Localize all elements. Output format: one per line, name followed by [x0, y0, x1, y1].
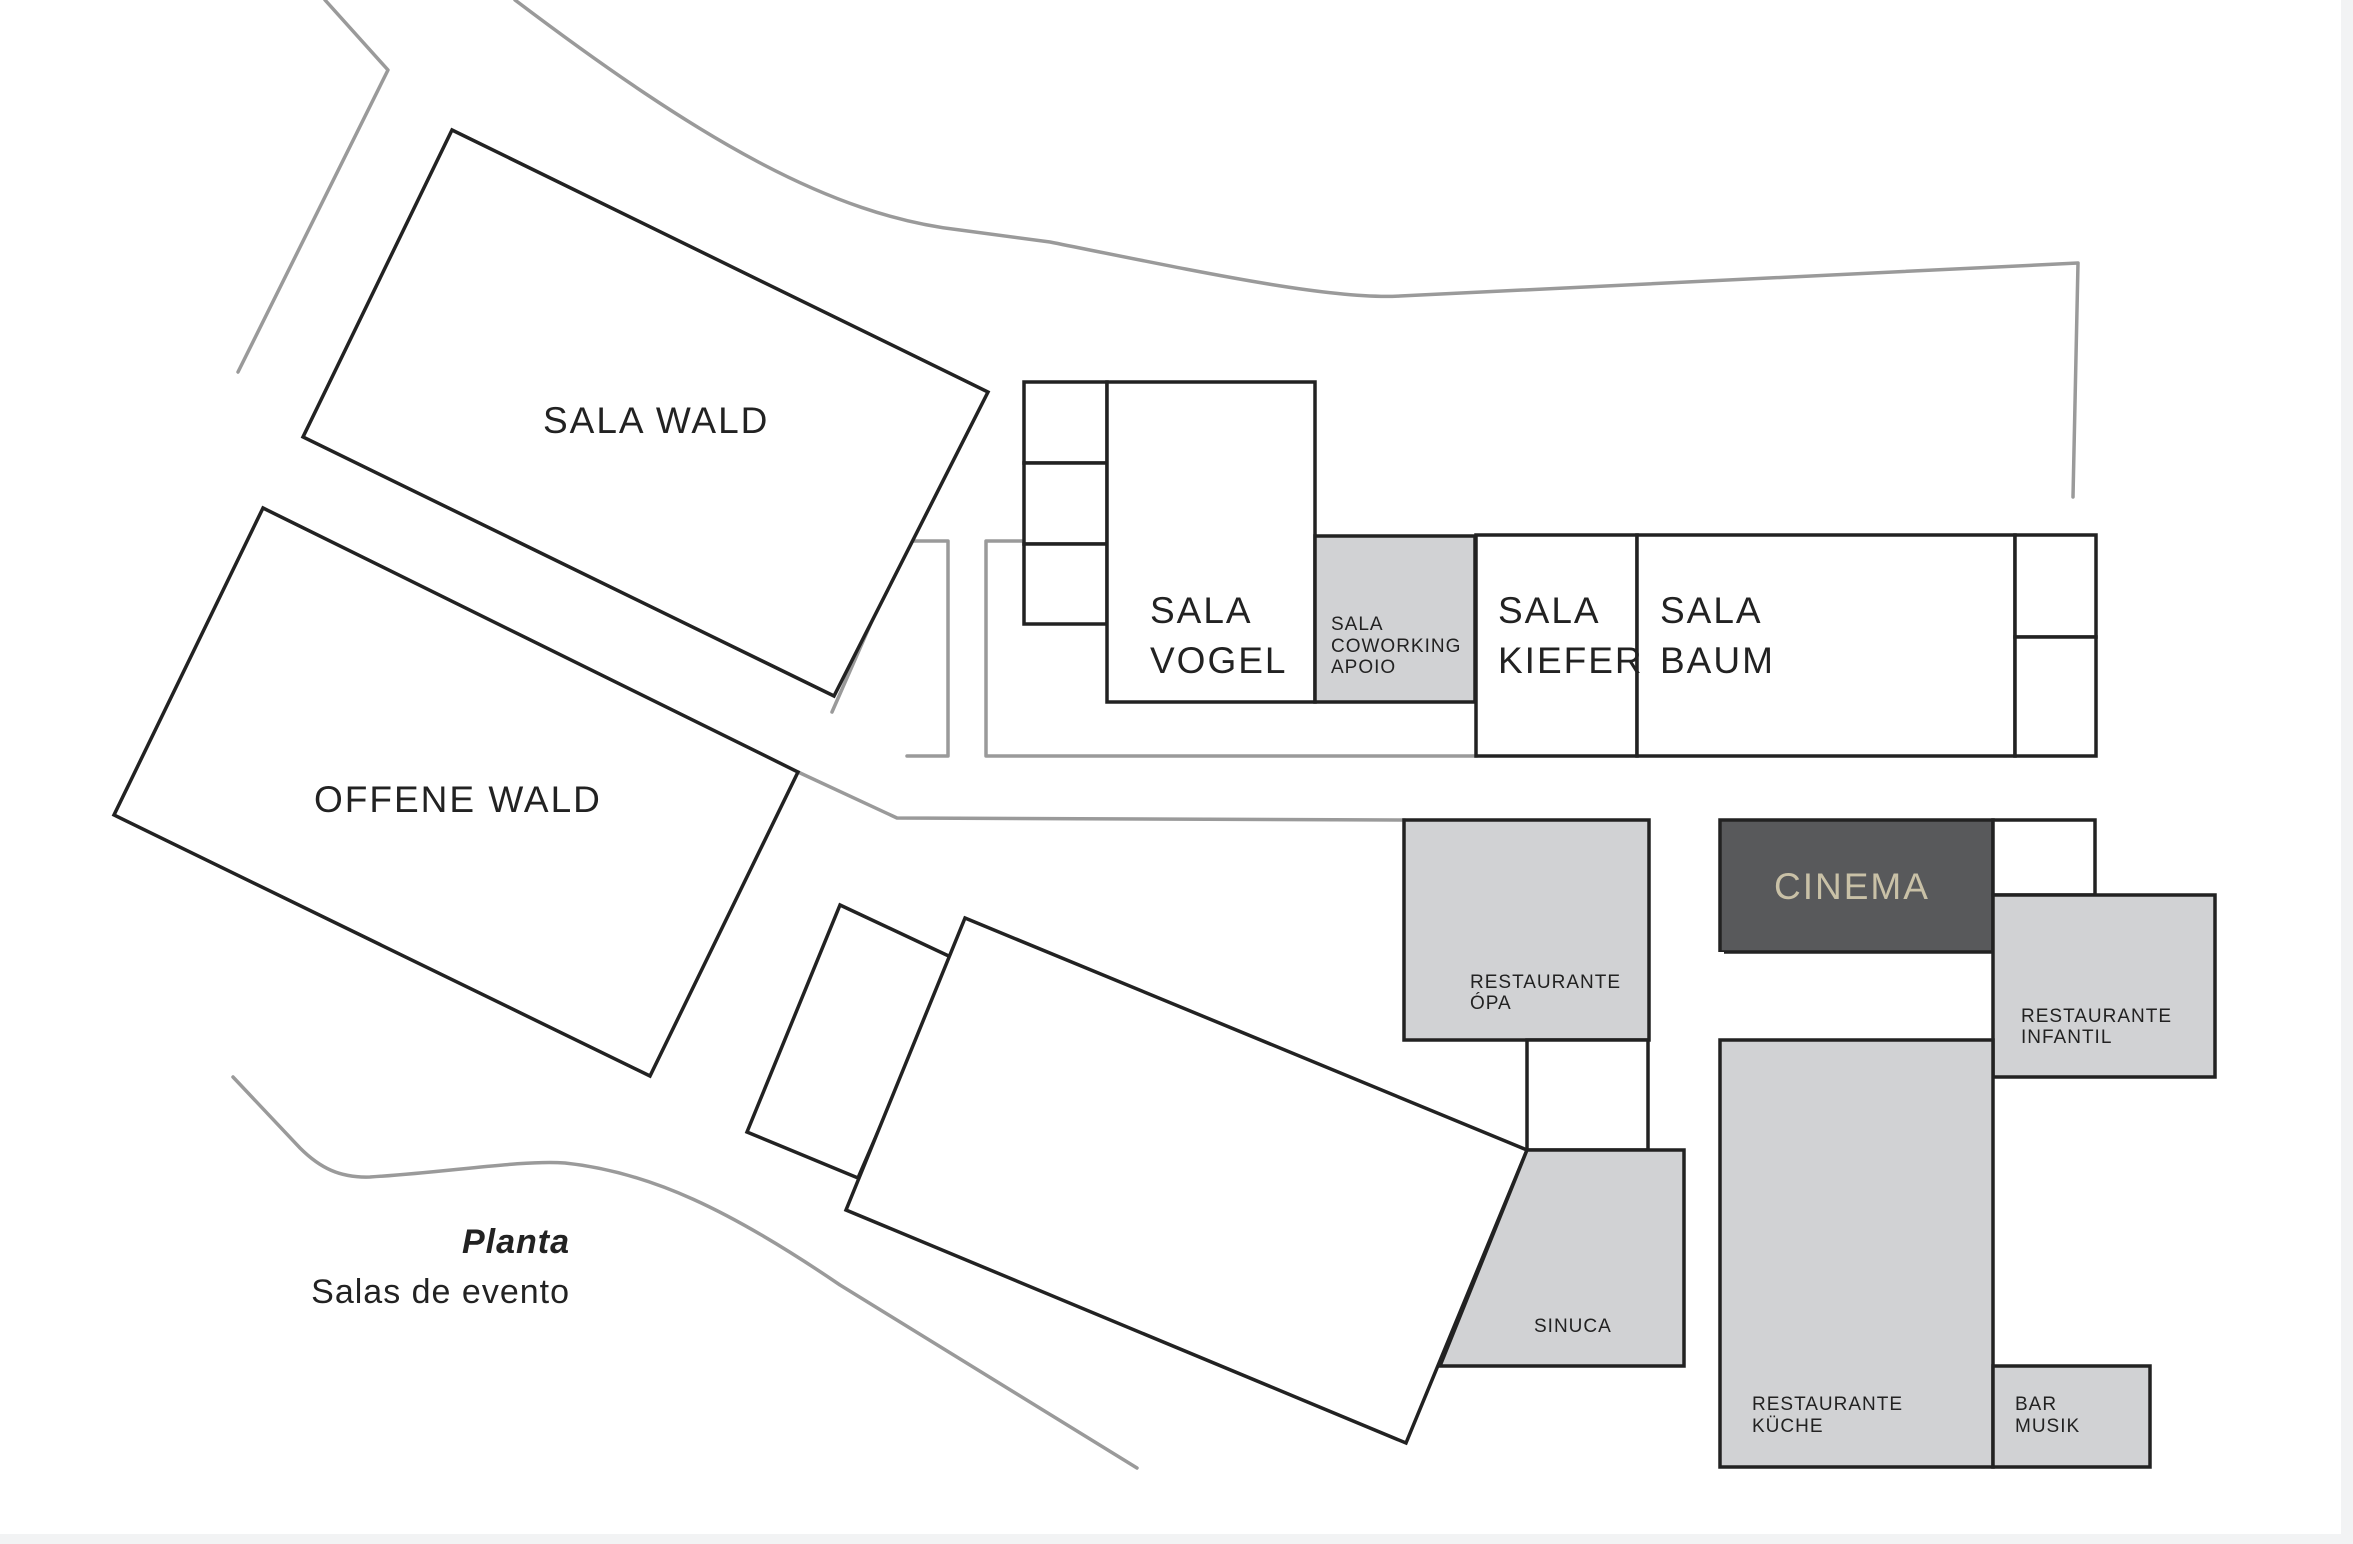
label-sala-baum: SALA BAUM [1660, 590, 1775, 681]
label-sala-kiefer: SALA KIEFER [1498, 590, 1644, 681]
path-top-curve [513, 0, 2080, 499]
room-cinema-annex[interactable] [1991, 818, 2097, 897]
room-baum-cell-1[interactable] [2013, 533, 2098, 639]
label-restaurante-kuche: RESTAURANTE KÜCHE [1752, 1394, 1909, 1437]
page-edge-right [2341, 0, 2353, 1544]
site-paths [231, 0, 2080, 1470]
label-offene-wald: OFFENE WALD [314, 779, 602, 820]
label-bar-musik: BAR MUSIK [2015, 1394, 2080, 1437]
room-restaurante-kuche[interactable] [1718, 1038, 1995, 1469]
room-sala-vogel[interactable] [1105, 380, 1317, 704]
room-restaurante-infantil[interactable] [1991, 893, 2217, 1079]
room-main-hall[interactable] [843, 915, 1530, 1446]
label-sala-coworking: SALA COWORKING APOIO [1331, 614, 1468, 678]
label-sala-vogel: SALA VOGEL [1150, 590, 1288, 681]
label-sinuca: SINUCA [1534, 1316, 1612, 1337]
room-baum-cell-2[interactable] [2013, 635, 2098, 758]
path-bottom-curve [231, 1075, 1139, 1470]
room-vogel-cell-2[interactable] [1022, 461, 1109, 546]
legend-subtitle: Salas de evento [311, 1273, 570, 1311]
path-top-left [236, 0, 390, 374]
room-sala-coworking[interactable] [1313, 534, 1477, 704]
label-restaurante-opa: RESTAURANTE ÓPA [1470, 972, 1627, 1014]
room-sala-kiefer[interactable] [1474, 533, 1639, 758]
label-sala-wald: SALA WALD [543, 400, 769, 441]
room-opa-annex[interactable] [1525, 1038, 1650, 1152]
legend-title: Planta [462, 1223, 570, 1261]
room-offene-wald[interactable] [111, 505, 801, 1079]
room-vogel-cell-3[interactable] [1022, 542, 1109, 626]
room-labels: SALA WALD OFFENE WALD SALA VOGEL SALA CO… [314, 400, 2178, 1437]
path-corridor-mid [984, 539, 1479, 758]
path-central [796, 770, 1407, 822]
room-sinuca[interactable] [1437, 1148, 1686, 1368]
room-sala-baum[interactable] [1635, 533, 2017, 758]
room-cinema[interactable] [1718, 818, 1995, 954]
label-restaurante-infantil: RESTAURANTE INFANTIL [2021, 1006, 2178, 1048]
room-bar-musik[interactable] [1991, 1364, 2152, 1469]
label-cinema: CINEMA [1774, 866, 1930, 907]
page-edge-bottom [0, 1534, 2353, 1544]
map-legend: Planta Salas de evento [311, 1223, 570, 1311]
room-sala-wald[interactable] [300, 127, 991, 699]
room-restaurante-opa[interactable] [1402, 818, 1651, 1042]
rooms [111, 127, 2217, 1469]
room-vogel-cell-1[interactable] [1022, 380, 1109, 465]
